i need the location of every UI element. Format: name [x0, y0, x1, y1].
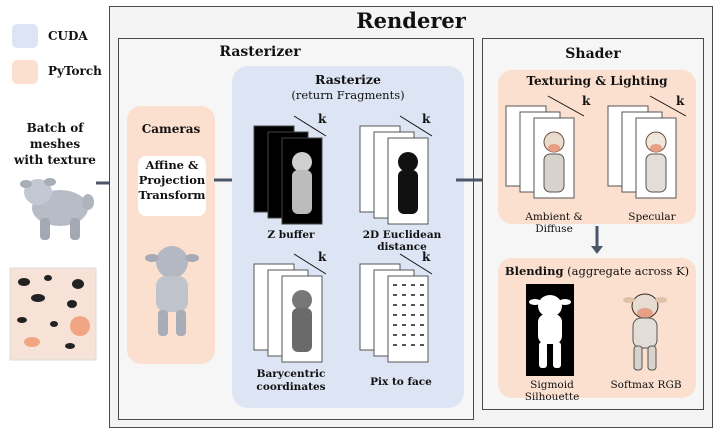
specular-caption: Specular: [628, 211, 676, 223]
barycentric-caption-line1: Barycentric: [256, 368, 326, 380]
arrow-texturing-to-blending: [591, 226, 603, 254]
legend-cuda-swatch: [12, 24, 38, 48]
euclidean-stack-image: [359, 115, 433, 225]
cameras-title: Cameras: [141, 122, 201, 136]
input-title-line1: Batch of meshes: [26, 121, 84, 151]
input-title: Batch of meshes with texture: [0, 120, 110, 168]
sigmoid-silhouette-image: [526, 284, 574, 376]
blending-title: Blending (aggregate across K): [498, 264, 696, 278]
blending-title-rest: (aggregate across K): [563, 264, 690, 278]
pix-to-face-caption: Pix to face: [370, 376, 432, 388]
transform-line3: Transform: [138, 188, 206, 202]
shader-title: Shader: [565, 46, 621, 62]
ambient-diffuse-stack-image: [505, 95, 585, 199]
renderer-title: Renderer: [356, 8, 466, 33]
blending-title-bold: Blending: [504, 264, 564, 278]
transform-box: Affine & Projection Transform: [138, 156, 206, 216]
specular-k-label: k: [676, 94, 685, 108]
texturing-title: Texturing & Lighting: [526, 74, 668, 88]
pix-to-face-k-label: k: [422, 250, 431, 264]
legend-pytorch-label: PyTorch: [48, 64, 102, 78]
softmax-caption: Softmax RGB: [610, 379, 682, 391]
pix-to-face-stack-image: [359, 253, 433, 363]
legend-cuda-label: CUDA: [48, 29, 88, 43]
rasterize-title: Rasterize: [315, 72, 381, 87]
barycentric-stack-image: [253, 253, 327, 363]
cow-mesh-icon: [20, 178, 94, 240]
softmax-rgb-image: [623, 293, 667, 371]
specular-stack-image: [607, 95, 687, 199]
barycentric-k-label: k: [318, 250, 327, 264]
input-title-line2: with texture: [14, 153, 96, 167]
sigmoid-caption: Sigmoid Silhouette: [524, 379, 580, 403]
euclidean-k-label: k: [422, 112, 431, 126]
rasterize-subtitle: (return Fragments): [291, 88, 405, 102]
ambient-k-label: k: [582, 94, 591, 108]
transform-line2: Projection: [138, 173, 206, 187]
ambient-diffuse-caption: Ambient & Diffuse: [525, 211, 583, 235]
zbuffer-k-label: k: [318, 112, 327, 126]
zbuffer-caption: Z buffer: [267, 229, 315, 241]
cow-camera-view-icon: [145, 246, 199, 336]
texture-map-image: [9, 267, 97, 361]
euclidean-caption: 2D Euclidean distance: [362, 229, 442, 253]
transform-line1: Affine &: [145, 158, 199, 172]
barycentric-caption-line2: coordinates: [256, 381, 326, 393]
rasterizer-title: Rasterizer: [219, 44, 301, 60]
zbuffer-stack-image: [253, 115, 327, 225]
cameras-box: [127, 106, 215, 364]
barycentric-caption: Barycentric coordinates: [236, 368, 346, 394]
legend-pytorch-swatch: [12, 60, 38, 84]
